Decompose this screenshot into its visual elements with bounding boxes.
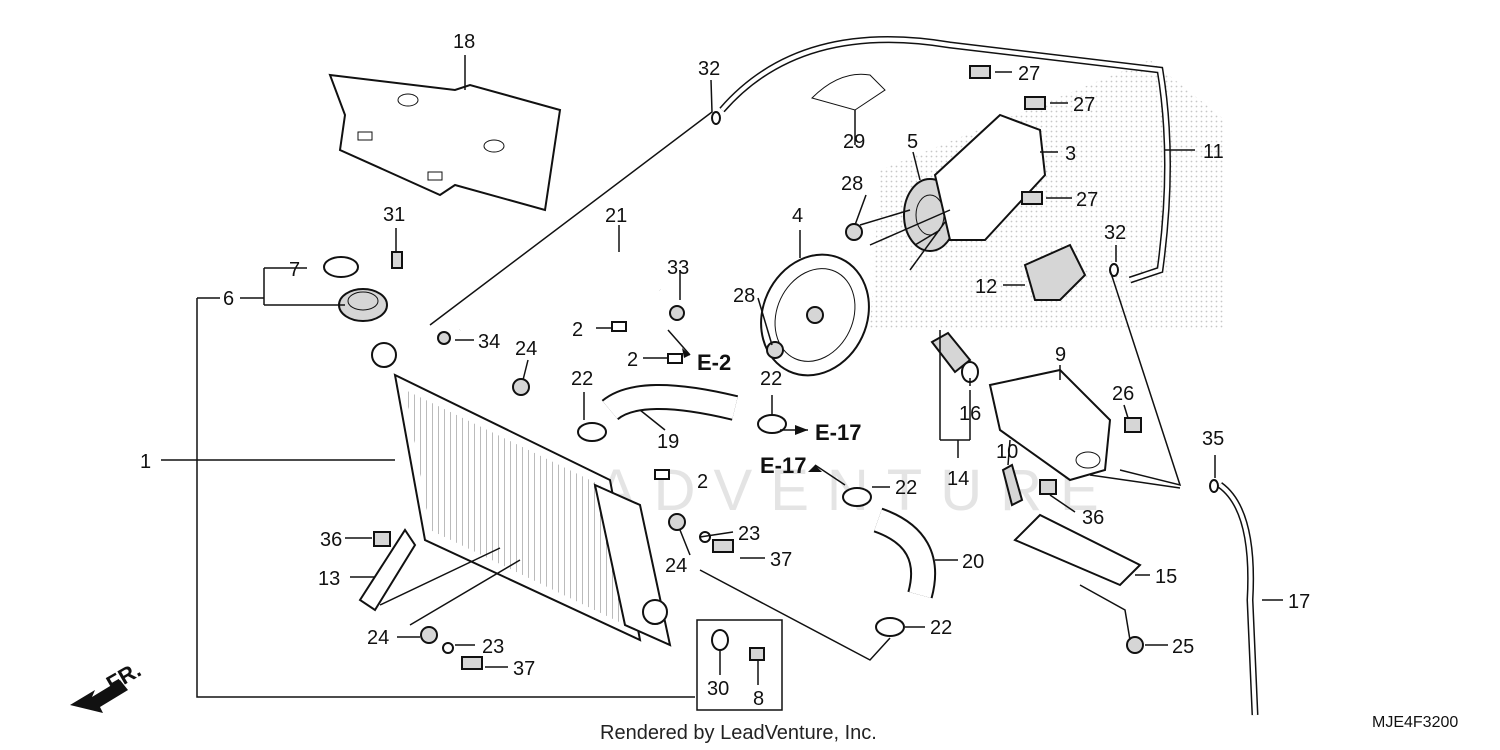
part-31-screw: [391, 251, 403, 269]
callout-18: 18: [453, 31, 475, 53]
callout-27b: 27: [1073, 94, 1095, 116]
callout-10: 10: [996, 441, 1018, 463]
callout-36a: 36: [320, 529, 342, 551]
ref-e17-a: E-17: [815, 420, 861, 445]
callout-36b: 36: [1082, 507, 1104, 529]
callout-23b: 23: [482, 636, 504, 658]
callout-2c: 2: [697, 471, 708, 493]
callout-22d: 22: [930, 617, 952, 639]
callout-9: 9: [1055, 344, 1066, 366]
part-1-radiator: [371, 342, 672, 647]
part-29-clamp: [811, 73, 886, 111]
callout-30: 30: [707, 678, 729, 700]
callout-22a: 22: [571, 368, 593, 390]
callout-37a: 37: [770, 549, 792, 571]
callout-23a: 23: [738, 523, 760, 545]
callout-33: 33: [667, 257, 689, 279]
callout-28a: 28: [841, 173, 863, 195]
part-7-gasket: [323, 256, 359, 278]
callout-20: 20: [962, 551, 984, 573]
part-22-clamp-d: [875, 617, 905, 637]
callouts: 1 2 2 2 3 4 5 6 7 8 9 10 11 12 13 14 15 …: [140, 31, 1310, 710]
callout-26: 26: [1112, 383, 1134, 405]
callout-19: 19: [657, 431, 679, 453]
callout-2b: 2: [627, 349, 638, 371]
callout-14: 14: [947, 468, 969, 490]
part-6-radiator-cap: [338, 288, 388, 322]
part-12-bracket: [1023, 243, 1087, 301]
callout-35: 35: [1202, 428, 1224, 450]
callout-11: 11: [1203, 141, 1224, 163]
part-3-shroud: [933, 113, 1047, 241]
callout-12: 12: [975, 276, 997, 298]
callout-27c: 27: [1076, 189, 1098, 211]
callout-13: 13: [318, 568, 340, 590]
front-arrow-icon: FR.: [70, 657, 145, 713]
part-15-cover: [1013, 513, 1142, 587]
callout-15: 15: [1155, 566, 1177, 588]
callout-24c: 24: [367, 627, 389, 649]
part-4-fan: [760, 253, 870, 377]
callout-32a: 32: [698, 58, 720, 80]
ref-e2: E-2: [697, 350, 731, 375]
callout-22c: 22: [895, 477, 917, 499]
part-13-stay: [358, 528, 417, 612]
callout-27a: 27: [1018, 63, 1040, 85]
callout-32b: 32: [1104, 222, 1126, 244]
callout-8: 8: [753, 688, 764, 710]
part-18-shield: [328, 73, 562, 212]
callout-24a: 24: [515, 338, 537, 360]
callout-22b: 22: [760, 368, 782, 390]
callout-3: 3: [1065, 143, 1076, 165]
stipple-logo-background: [870, 60, 1225, 330]
part-22-clamp-c: [842, 487, 872, 507]
callout-16: 16: [959, 403, 981, 425]
part-22-clamp-a: [577, 422, 607, 442]
callout-34: 34: [478, 331, 500, 353]
leader-lines: [161, 55, 1283, 711]
diagram-code: MJE4F3200: [1372, 714, 1458, 731]
callout-6: 6: [223, 288, 234, 310]
ref-e17-b: E-17: [760, 453, 806, 478]
callout-29: 29: [843, 131, 865, 153]
part-14-joint: [930, 331, 972, 374]
callout-37b: 37: [513, 658, 535, 680]
callout-5: 5: [907, 131, 918, 153]
callout-1: 1: [140, 451, 151, 473]
callout-28b: 28: [733, 285, 755, 307]
callout-24b: 24: [665, 555, 687, 577]
callout-31: 31: [383, 204, 405, 226]
small-fasteners: [373, 65, 1219, 670]
callout-2a: 2: [572, 319, 583, 341]
callout-21: 21: [605, 205, 627, 227]
callout-4: 4: [792, 205, 803, 227]
callout-7: 7: [289, 259, 300, 281]
reference-labels: E-2 E-17 E-17: [682, 348, 861, 478]
callout-17: 17: [1288, 591, 1310, 613]
footer-credit: Rendered by LeadVenture, Inc.: [600, 722, 877, 744]
callout-25: 25: [1172, 636, 1194, 658]
